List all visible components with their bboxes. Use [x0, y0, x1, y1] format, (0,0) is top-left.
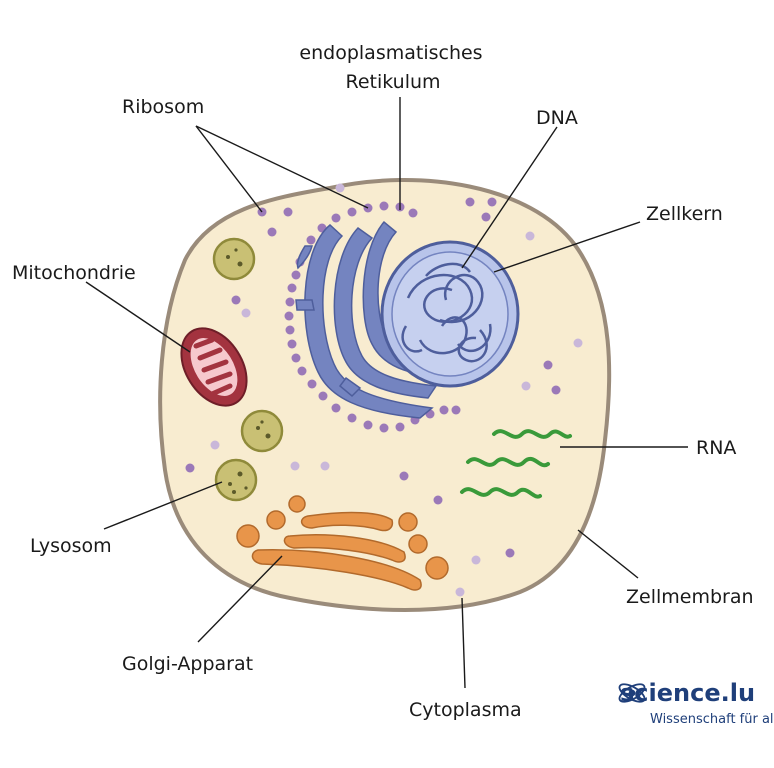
leader-mitochondrie: [85, 281, 191, 353]
brand-logo: science.lu Wissenschaft für alle: [618, 679, 774, 727]
label-golgi: Golgi-Apparat: [122, 653, 253, 675]
atom-icon: [618, 683, 646, 703]
leader-golgi: [197, 555, 283, 643]
golgi-apparatus: [236, 495, 449, 591]
leader-lysosom: [103, 481, 223, 530]
leader-cytoplasma: [461, 597, 466, 689]
rna-strands: [460, 429, 572, 499]
leader-dna: [461, 126, 558, 269]
lysosome-top: [212, 237, 256, 281]
leader-ribosom-1: [195, 125, 263, 213]
label-zellkern: Zellkern: [646, 203, 723, 225]
label-rna: RNA: [696, 437, 736, 459]
leader-lines: [85, 97, 688, 689]
label-er-line1: endoplasmatisches: [299, 42, 482, 64]
mitochondrion: [180, 327, 248, 407]
label-ribosom: Ribosom: [122, 96, 204, 118]
leader-zellkern: [493, 221, 641, 273]
lysosome-bottom: [214, 458, 258, 502]
dna-chromatin: [401, 262, 492, 363]
brand-tagline: Wissenschaft für alle: [650, 712, 774, 727]
label-er-line2: Retikulum: [345, 71, 440, 93]
label-lysosom: Lysosom: [30, 535, 112, 557]
lysosome-middle: [240, 409, 284, 453]
leader-ribosom-2: [195, 125, 369, 209]
ribosome-dots: [185, 183, 583, 597]
endoplasmic-reticulum: [295, 220, 438, 419]
label-zellmembran: Zellmembran: [626, 586, 754, 608]
brand-name: science.lu: [620, 679, 755, 707]
leader-zellmembran: [577, 529, 639, 579]
label-cytoplasma: Cytoplasma: [409, 699, 522, 721]
label-dna: DNA: [536, 107, 578, 129]
label-mitochondrie: Mitochondrie: [12, 262, 136, 284]
